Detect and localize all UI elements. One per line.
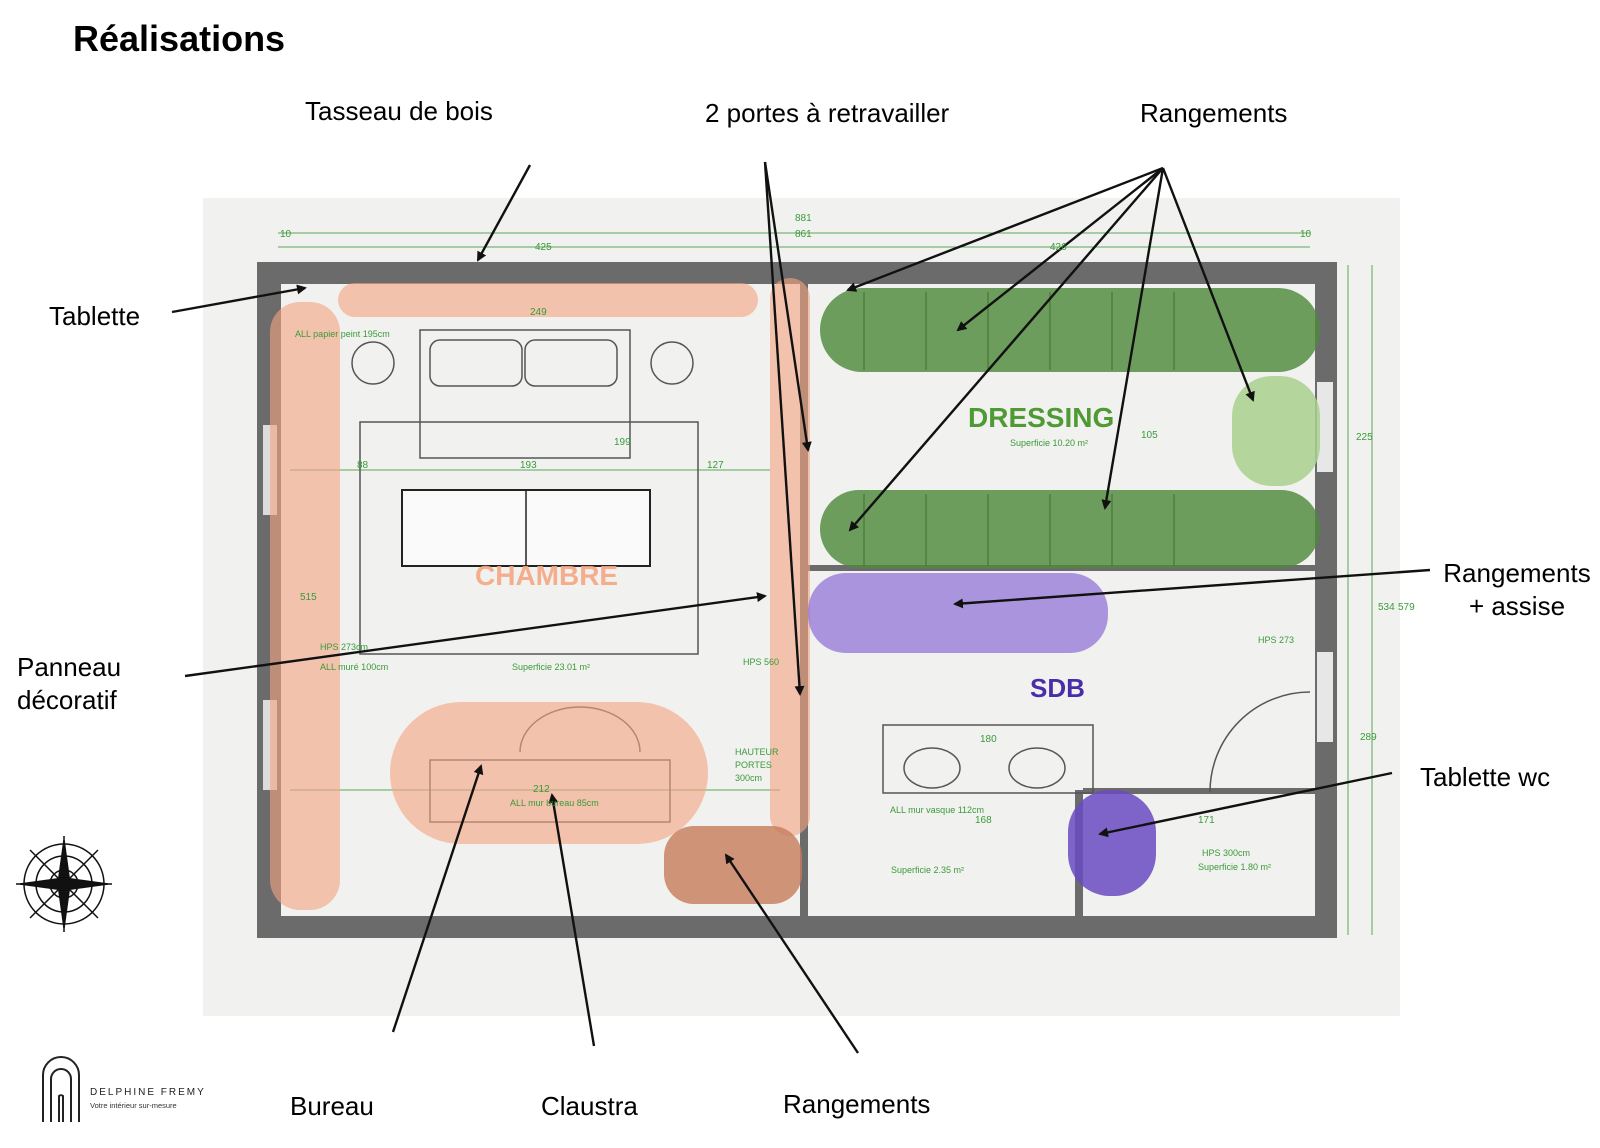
plan-annotations: 881 861 425 10 10 426 249 ALL papier pei… — [280, 213, 1415, 875]
arrow-tablette — [171, 284, 307, 314]
dim-426: 426 — [1050, 242, 1067, 253]
zone-rangements-assise — [808, 573, 1108, 653]
label-tablette-wc: Tablette wc — [1420, 762, 1551, 792]
dim-105: 105 — [1141, 430, 1158, 441]
brand-tagline: Votre intérieur sur-mesure — [90, 1101, 177, 1110]
dim-193: 193 — [520, 460, 537, 471]
label-claustra: Claustra — [541, 1091, 638, 1121]
label-panneau-line2: décoratif — [17, 684, 117, 715]
room-chambre: CHAMBRE — [475, 560, 618, 591]
arrow-rangements-2 — [956, 167, 1164, 332]
note-papier: ALL papier peint 195cm — [295, 329, 390, 339]
annotation-arrows — [171, 161, 1431, 1054]
dim-534: 534 — [1378, 602, 1395, 613]
label-rangements-assise: Rangements + assise — [1437, 557, 1597, 622]
label-bureau: Bureau — [290, 1091, 374, 1121]
dim-10b: 10 — [1300, 229, 1312, 240]
zone-tasseau — [338, 283, 758, 317]
compass-rose-icon — [16, 836, 112, 932]
dim-579: 579 — [1398, 602, 1415, 613]
note-hauteur-2: PORTES — [735, 760, 772, 770]
note-vasque: ALL mur vasque 112cm — [890, 805, 984, 815]
dim-88: 88 — [357, 460, 369, 471]
dim-249: 249 — [530, 307, 547, 318]
arrow-rangements-1 — [846, 166, 1164, 292]
label-tablette: Tablette — [49, 301, 141, 331]
arrow-porte-1 — [763, 161, 812, 452]
label-tasseau: Tasseau de bois — [305, 96, 493, 126]
note-allmure: ALL muré 100cm — [320, 662, 388, 672]
label-rangements-assise-line1: Rangements — [1443, 558, 1591, 588]
arrow-porte-2 — [763, 161, 805, 696]
arrow-rangements-bottom — [724, 853, 859, 1054]
dim-861: 861 — [795, 229, 812, 240]
dim-881: 881 — [795, 213, 812, 224]
zone-green — [820, 288, 1320, 568]
note-hps273b: HPS 273 — [1258, 635, 1294, 645]
note-sup-sdb: Superficie 2.35 m² — [891, 865, 964, 875]
room-dressing: DRESSING — [968, 402, 1114, 433]
dim-289: 289 — [1360, 732, 1377, 743]
dim-515: 515 — [300, 592, 317, 603]
zone-rangement-side — [1232, 376, 1320, 486]
dim-10a: 10 — [280, 229, 292, 240]
label-portes: 2 portes à retravailler — [705, 98, 950, 128]
dim-425: 425 — [535, 242, 552, 253]
zone-rangements-middle — [820, 490, 1320, 568]
note-sup-wc: Superficie 1.80 m² — [1198, 862, 1271, 872]
zone-tablette-left — [270, 302, 340, 910]
label-panneau: Panneau décoratif — [17, 651, 121, 716]
arrow-tasseau — [476, 164, 532, 262]
label-rangements-assise-line2: + assise — [1468, 590, 1566, 621]
zone-bureau — [390, 702, 708, 844]
dim-171: 171 — [1198, 815, 1215, 826]
arrow-panneau — [184, 592, 767, 678]
note-hps560: HPS 560 — [743, 657, 779, 667]
zone-purple — [808, 573, 1156, 896]
dim-127: 127 — [707, 460, 724, 471]
dim-168: 168 — [975, 815, 992, 826]
room-sdb: SDB — [1030, 673, 1085, 703]
brand-arch-logo-icon — [42, 1056, 80, 1122]
arrow-claustra — [548, 793, 596, 1047]
dim-199: 199 — [614, 437, 631, 448]
note-bureau: ALL mur bureau 85cm — [510, 798, 599, 808]
label-rangements-top: Rangements — [1140, 98, 1288, 128]
zone-tablette-wc — [1068, 790, 1156, 896]
note-hps300: HPS 300cm — [1202, 848, 1250, 858]
zone-rangements-top — [820, 288, 1320, 372]
page-title: Réalisations — [73, 18, 286, 59]
furniture-outlines — [351, 329, 1311, 823]
walls — [257, 262, 1337, 938]
label-rangements-bottom: Rangements — [783, 1089, 931, 1119]
arrow-rangements-4 — [1101, 167, 1165, 510]
brand-name: DELPHINE FREMY — [90, 1087, 206, 1098]
note-hps273: HPS 273cm — [320, 642, 368, 652]
label-panneau-line1: Panneau — [17, 652, 122, 682]
note-hauteur-1: HAUTEUR — [735, 747, 779, 757]
note-sup-chambre: Superficie 23.01 m² — [512, 662, 590, 672]
arrow-bureau — [391, 764, 484, 1033]
arrow-rangements-assise — [953, 568, 1431, 609]
arrow-rangements-3 — [848, 167, 1164, 532]
dim-212: 212 — [533, 784, 550, 795]
note-hauteur-3: 300cm — [735, 773, 762, 783]
dim-225: 225 — [1356, 432, 1373, 443]
arrow-rangements-5 — [1161, 167, 1255, 402]
note-sup-dressing: Superficie 10.20 m² — [1010, 438, 1088, 448]
dim-180: 180 — [980, 734, 997, 745]
arrow-tablette-wc — [1098, 771, 1393, 838]
dimension-lines — [278, 232, 1373, 935]
